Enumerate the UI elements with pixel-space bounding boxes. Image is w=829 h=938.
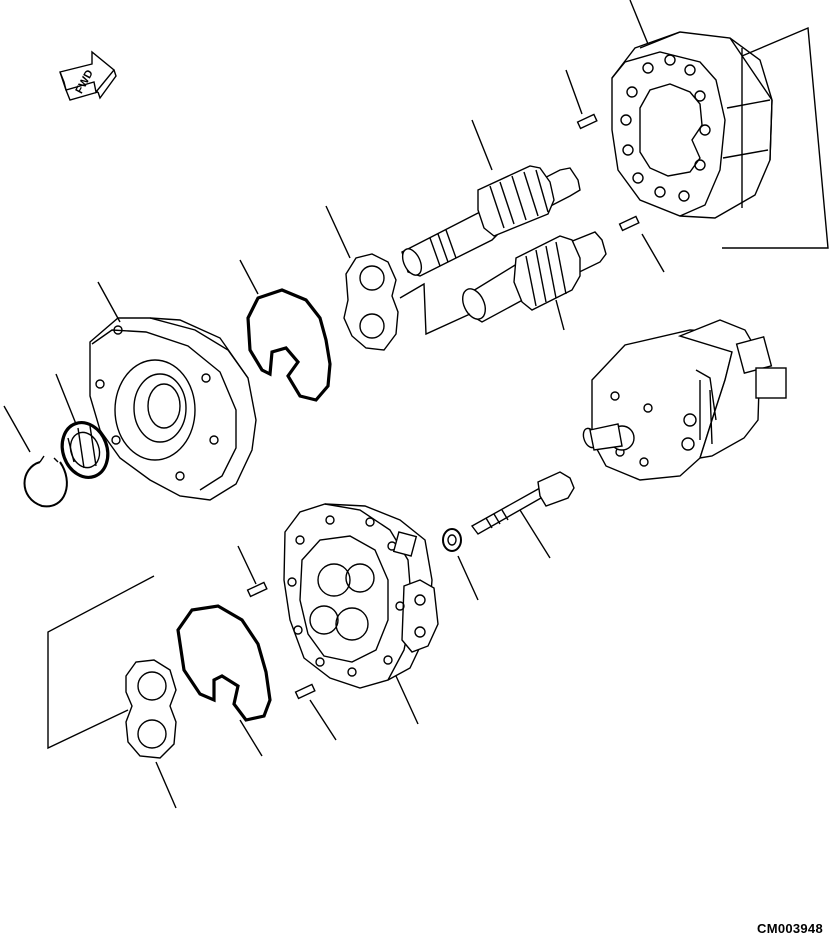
fwd-arrow-icon: FWD	[59, 50, 117, 101]
front-cover	[89, 317, 257, 501]
bracket-lines	[47, 26, 829, 750]
snap-ring	[23, 455, 68, 508]
wear-plate-upper	[343, 253, 399, 351]
gasket-upper	[246, 288, 332, 402]
washer	[442, 528, 462, 552]
gasket-lower	[176, 604, 272, 722]
drive-gear-shaft	[401, 165, 581, 277]
middle-pump-body	[283, 503, 439, 689]
rear-pump-body	[611, 31, 773, 219]
wear-plate-lower	[125, 659, 177, 759]
driven-gear	[461, 231, 607, 323]
leader-lines	[3, 0, 665, 809]
dowel-pins	[246, 113, 640, 700]
figure-code: CM003948	[757, 921, 823, 936]
bolt	[470, 471, 575, 535]
assembled-pump	[582, 319, 787, 481]
